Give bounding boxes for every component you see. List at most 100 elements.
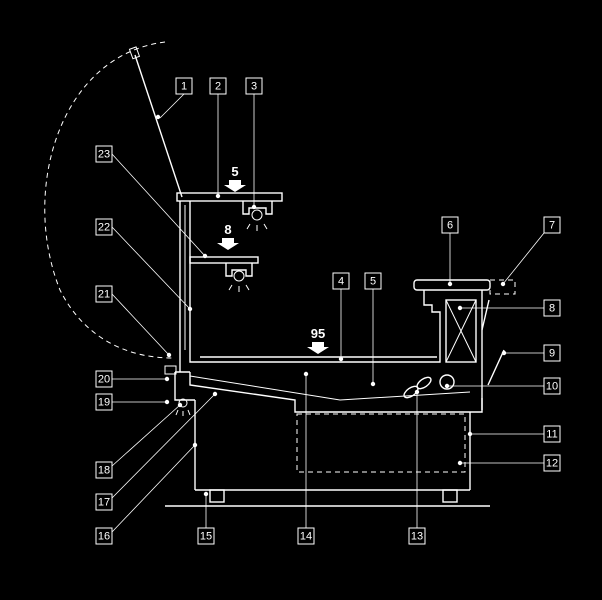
rear-fan-housing: [445, 299, 477, 363]
anchor-dot-11: [467, 431, 473, 437]
callout-4: 4: [332, 272, 350, 290]
top-lamp-housing: [242, 201, 273, 215]
anchor-dot-12: [457, 460, 463, 466]
leader-line-7: [502, 232, 545, 285]
callout-box-11: [543, 425, 561, 443]
anchor-dot-21: [166, 352, 172, 358]
callout-number-5: 5: [370, 276, 376, 288]
callout-box-22: [95, 218, 113, 236]
callout-number-8: 8: [549, 303, 555, 315]
anchor-dot-8: [457, 305, 463, 311]
callout-number-15: 15: [200, 531, 212, 543]
anchor-dot-18: [177, 402, 183, 408]
anchor-dot-6: [447, 281, 453, 287]
front-lower-panel: [174, 371, 195, 401]
rear-foot: [442, 489, 458, 503]
top-lamp-rays: [246, 223, 268, 231]
callout-3: 3: [245, 77, 263, 95]
callout-box-16: [95, 527, 113, 545]
callout-16: 16: [95, 527, 113, 545]
leader-line-16: [111, 444, 196, 533]
callout-number-2: 2: [215, 81, 221, 93]
callout-number-1: 1: [181, 81, 187, 93]
anchor-dot-13: [414, 389, 420, 395]
callout-number-10: 10: [546, 381, 558, 393]
callout-20: 20: [95, 370, 113, 388]
callout-number-13: 13: [411, 531, 423, 543]
callout-box-10: [543, 377, 561, 395]
callout-box-23: [95, 145, 113, 163]
value-label-deck: 95: [311, 326, 325, 341]
callout-11: 11: [543, 425, 561, 443]
callout-number-11: 11: [546, 429, 557, 441]
callout-box-6: [441, 216, 459, 234]
leaders: [111, 93, 545, 533]
leader-line-22: [111, 226, 191, 310]
compressor-compartment: [296, 413, 466, 473]
lid-swing-arc: [44, 41, 173, 359]
callout-18: 18: [95, 461, 113, 479]
callout-number-19: 19: [98, 397, 110, 409]
callout-number-16: 16: [98, 531, 110, 543]
callout-box-9: [543, 344, 561, 362]
front-drain-block: [164, 365, 177, 375]
anchor-dot-1: [155, 114, 161, 120]
anchor-dot-16: [192, 442, 198, 448]
callout-14: 14: [297, 527, 315, 545]
raised-glass-lid: [134, 54, 183, 198]
rear-panel-angle: [481, 299, 490, 331]
callout-box-1: [175, 77, 193, 95]
anchor-dot-17: [212, 391, 218, 397]
callout-number-23: 23: [98, 149, 110, 161]
callout-number-7: 7: [549, 220, 555, 232]
value-label-middle: 8: [224, 222, 231, 237]
callout-box-7: [543, 216, 561, 234]
tub-inner-slope: [189, 375, 471, 401]
anchor-dot-22: [187, 306, 193, 312]
leader-line-17: [111, 393, 216, 499]
callout-10: 10: [543, 377, 561, 395]
callout-9: 9: [543, 344, 561, 362]
middle-shelf: [189, 256, 259, 264]
lid-hinge-top: [128, 46, 141, 60]
callout-box-17: [95, 493, 113, 511]
middle-lamp-bulb: [233, 270, 245, 282]
anchor-dot-14: [303, 371, 309, 377]
anchor-dot-2: [215, 193, 221, 199]
front-foot: [209, 489, 225, 503]
callout-1: 1: [175, 77, 193, 95]
callout-number-17: 17: [98, 497, 110, 509]
callout-6: 6: [441, 216, 459, 234]
callout-13: 13: [408, 527, 426, 545]
illumination-values: 5 8 95: [217, 164, 329, 354]
anchor-dot-23: [202, 253, 208, 259]
callout-box-2: [209, 77, 227, 95]
callout-box-20: [95, 370, 113, 388]
callout-17: 17: [95, 493, 113, 511]
callout-8: 8: [543, 299, 561, 317]
callout-23: 23: [95, 145, 113, 163]
callout-box-5: [364, 272, 382, 290]
rear-top-shelf: [413, 279, 491, 291]
down-arrow-middle: [217, 238, 239, 250]
tub-outline: [189, 372, 483, 413]
callout-2: 2: [209, 77, 227, 95]
anchor-dot-15: [203, 491, 209, 497]
callout-box-15: [197, 527, 215, 545]
callout-number-18: 18: [98, 465, 110, 477]
down-arrow-top: [224, 180, 246, 192]
leader-line-21: [111, 293, 170, 356]
callout-7: 7: [543, 216, 561, 234]
anchor-dot-3: [251, 204, 257, 210]
callout-number-22: 22: [98, 222, 110, 234]
top-lamp-bulb: [251, 209, 263, 221]
callout-number-12: 12: [546, 458, 558, 470]
middle-lamp-rays: [228, 284, 250, 292]
callout-number-6: 6: [447, 220, 453, 232]
callout-box-13: [408, 527, 426, 545]
anchor-dot-20: [164, 376, 170, 382]
callout-box-19: [95, 393, 113, 411]
anchor-dot-10: [444, 383, 450, 389]
down-arrow-deck: [307, 342, 329, 354]
